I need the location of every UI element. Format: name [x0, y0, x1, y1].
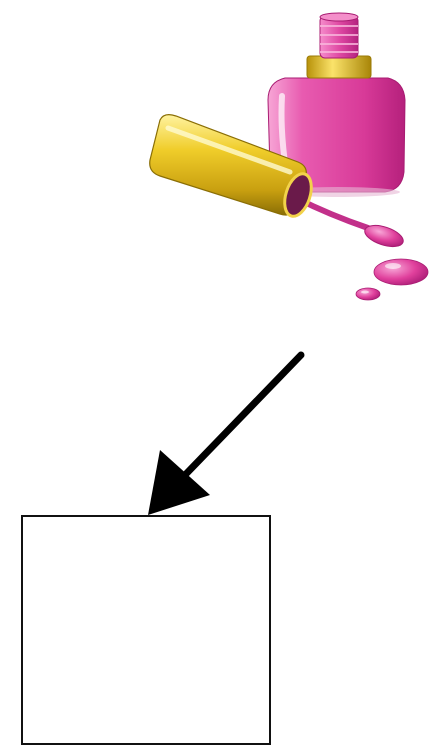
answer-box[interactable]	[21, 515, 271, 745]
nail-polish-drops	[356, 259, 428, 300]
arrow-down-left-icon	[148, 355, 301, 515]
nail-polish-icon	[150, 13, 428, 300]
